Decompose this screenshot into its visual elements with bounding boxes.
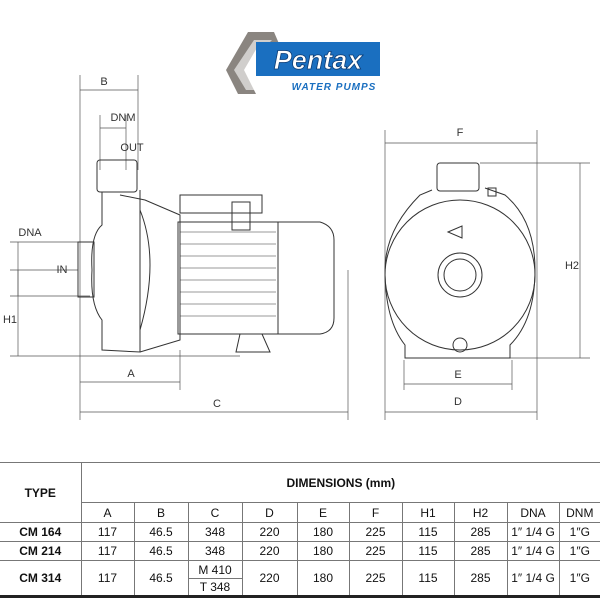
type-cell: CM 314 <box>0 560 82 597</box>
label-f: F <box>456 127 464 139</box>
svg-text:WATER PUMPS: WATER PUMPS <box>292 82 377 93</box>
table-row: CM 314 117 46.5 M 410 220 180 225 115 28… <box>0 560 600 597</box>
dimensions-table: TYPE DIMENSIONS (mm) A B C D E F H1 H2 D… <box>0 462 600 598</box>
value-cell: 180 <box>296 541 350 561</box>
value-cell: 115 <box>401 560 455 597</box>
col-header: B <box>133 502 189 523</box>
value-cell: 220 <box>241 541 298 561</box>
value-cell: 180 <box>296 560 350 597</box>
label-h1: H1 <box>2 314 18 326</box>
value-cell-c-motor-m: M 410 <box>187 560 243 579</box>
type-cell: CM 214 <box>0 541 82 561</box>
value-cell: 1″ 1/4 G <box>506 560 560 597</box>
value-cell: 1″ 1/4 G <box>506 541 560 561</box>
value-cell: 1″ 1/4 G <box>506 522 560 542</box>
pentax-logo: Pentax WATER PUMPS <box>226 32 380 94</box>
value-cell: 348 <box>187 541 243 561</box>
value-cell: 225 <box>348 541 403 561</box>
type-header: TYPE <box>0 462 82 523</box>
value-cell: 220 <box>241 522 298 542</box>
value-cell: 1″G <box>558 522 600 542</box>
label-a: A <box>127 368 135 380</box>
value-cell: 115 <box>401 541 455 561</box>
col-header: DNM <box>558 502 600 523</box>
label-dnm: DNM <box>110 112 136 124</box>
label-in: IN <box>56 264 68 276</box>
col-header: E <box>296 502 350 523</box>
col-header: F <box>348 502 403 523</box>
value-cell: 285 <box>453 560 508 597</box>
type-cell: CM 164 <box>0 522 82 542</box>
col-header: A <box>81 502 135 523</box>
pump-side-view <box>10 75 349 420</box>
col-header: D <box>241 502 298 523</box>
value-cell: 1″G <box>558 560 600 597</box>
label-d: D <box>454 396 462 408</box>
value-cell: 225 <box>348 522 403 542</box>
value-cell: 117 <box>80 522 135 542</box>
value-cell: 46.5 <box>133 560 189 597</box>
label-e: E <box>454 369 462 381</box>
value-cell: 180 <box>296 522 350 542</box>
col-header: C <box>187 502 243 523</box>
value-cell: 117 <box>80 560 135 597</box>
value-cell: 285 <box>453 541 508 561</box>
value-cell-c-motor-t: T 348 <box>188 578 242 597</box>
table-row: CM 164 117 46.5 348 220 180 225 115 285 … <box>0 522 600 542</box>
value-cell: 1″G <box>558 541 600 561</box>
value-cell: 348 <box>187 522 243 542</box>
col-header: DNA <box>506 502 560 523</box>
dimensions-header: DIMENSIONS (mm) <box>80 462 600 503</box>
value-cell: 46.5 <box>133 522 189 542</box>
col-header: H1 <box>401 502 455 523</box>
svg-text:Pentax: Pentax <box>274 45 364 75</box>
label-out: OUT <box>120 142 144 154</box>
table-row: T 348 <box>0 578 600 597</box>
label-dna: DNA <box>18 227 42 239</box>
label-c: C <box>213 398 221 410</box>
col-header: H2 <box>453 502 508 523</box>
value-cell: 285 <box>453 522 508 542</box>
value-cell: 225 <box>348 560 403 597</box>
label-b: B <box>100 76 108 88</box>
value-cell: 117 <box>80 541 135 561</box>
table-row: CM 214 117 46.5 348 220 180 225 115 285 … <box>0 541 600 561</box>
value-cell: 46.5 <box>133 541 189 561</box>
value-cell: 115 <box>401 522 455 542</box>
label-h2: H2 <box>564 260 580 272</box>
pump-front-view <box>384 130 590 420</box>
value-cell: 220 <box>241 560 298 597</box>
